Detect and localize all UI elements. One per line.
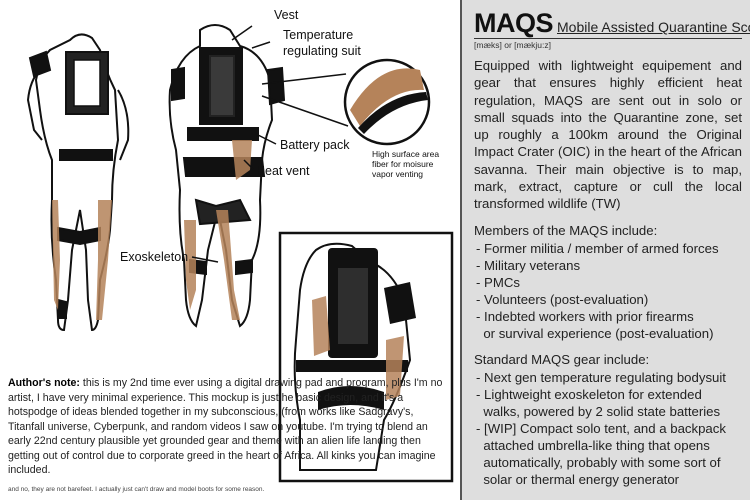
list-item: - Military veterans — [476, 258, 581, 273]
list-item: attached umbrella-like thing that opens — [476, 438, 710, 453]
members-list: - Former militia / member of armed force… — [476, 240, 719, 342]
fiber-callout — [261, 58, 431, 146]
list-item: automatically, probably with some sort o… — [476, 455, 721, 470]
list-item: - Next gen temperature regulating bodysu… — [476, 370, 726, 385]
character-illustration — [26, 24, 454, 483]
label-battery: Battery pack — [280, 138, 350, 152]
gear-heading: Standard MAQS gear include: — [474, 352, 650, 367]
label-temp-suit-1: Temperature — [283, 28, 354, 42]
authors-note-prefix: Author's note: — [8, 377, 80, 389]
list-item: - Volunteers (post-evaluation) — [476, 292, 649, 307]
front-figure — [26, 33, 130, 332]
label-fiber-3: vapor venting — [372, 169, 424, 179]
list-item: or survival experience (post-evaluation) — [476, 326, 714, 341]
description: Equipped with lightweight equipement and… — [474, 58, 742, 212]
pronunciation: [mæks] or [mækju:z] — [474, 40, 551, 50]
label-exoskeleton: Exoskeleton — [120, 250, 189, 264]
footnote: and no, they are not barefeet. I actuall… — [8, 486, 265, 493]
label-temp-suit-2: regulating suit — [283, 44, 361, 58]
authors-note: Author's note: this is my 2nd time ever … — [8, 376, 448, 478]
list-item: - Lightweight exoskeleton for extended — [476, 387, 702, 402]
front-figure-shading — [52, 200, 112, 320]
label-fiber-1: High surface area — [372, 149, 440, 159]
list-item: - [WIP] Compact solo tent, and a backpac… — [476, 421, 726, 436]
divider — [460, 0, 462, 500]
title-rule — [474, 38, 742, 39]
label-pointers — [191, 25, 277, 263]
label-vest: Vest — [274, 8, 299, 22]
list-item: - Indebted workers with prior firearms — [476, 309, 694, 324]
illustration-area: Vest Temperature regulating suit Battery… — [8, 8, 454, 493]
inset-closeup — [278, 231, 454, 483]
list-item: solar or thermal energy generator — [476, 472, 680, 487]
members-heading: Members of the MAQS include: — [474, 223, 658, 238]
label-fiber: High surface area fiber for moisure vapo… — [372, 149, 472, 179]
page-title: MAQS — [474, 8, 554, 38]
list-item: - PMCs — [476, 275, 520, 290]
authors-note-text: this is my 2nd time ever using a digital… — [8, 377, 443, 476]
label-fiber-2: fiber for moisure — [372, 159, 434, 169]
list-item: walks, powered by 2 solid state batterie… — [476, 404, 721, 419]
label-heat-vent: Heat vent — [256, 164, 310, 178]
page-subtitle: Mobile Assisted Quarantine Scout — [557, 19, 750, 35]
back-figure-shading — [184, 140, 252, 320]
list-item: - Former militia / member of armed force… — [476, 241, 719, 256]
gear-list: - Next gen temperature regulating bodysu… — [476, 369, 726, 488]
